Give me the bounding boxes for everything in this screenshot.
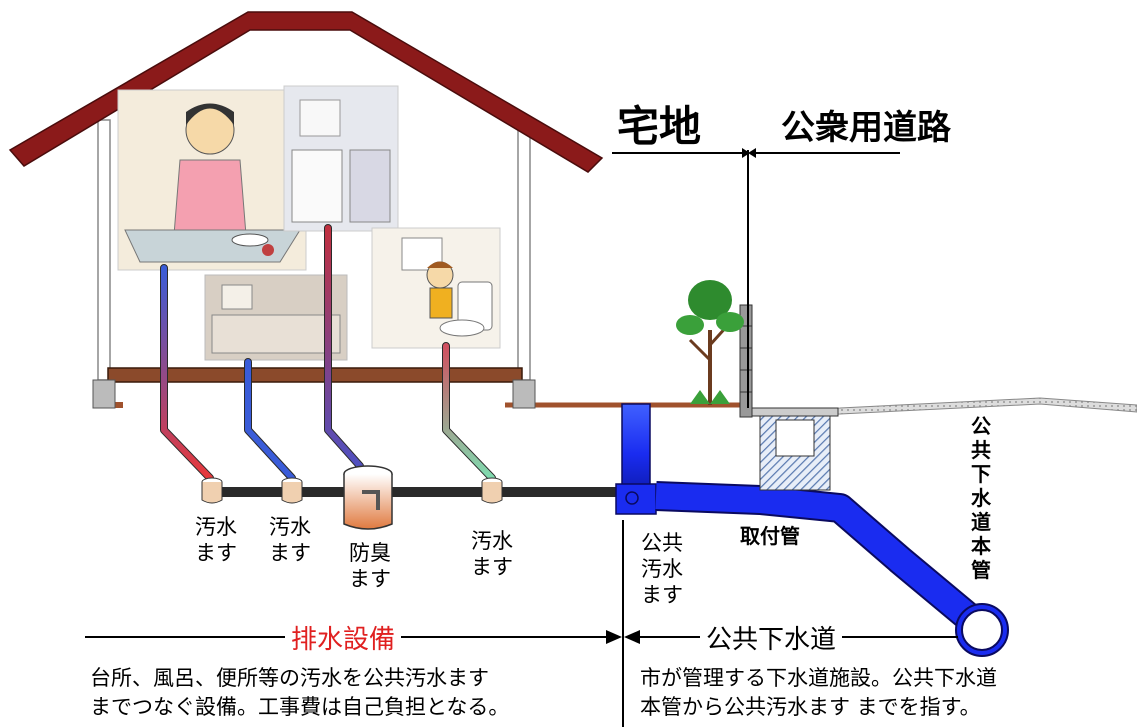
house-left-pillar bbox=[97, 119, 111, 381]
arrow-left-icon bbox=[748, 148, 756, 158]
floor-beam bbox=[107, 367, 523, 383]
arrow-right-icon bbox=[742, 148, 750, 158]
sewage-basin-3-label: 汚水ます bbox=[471, 529, 513, 579]
drainage-facility-title: 排水設備 bbox=[285, 619, 402, 656]
foundation-right bbox=[512, 379, 536, 409]
public-sewer-desc-1: 市が管理する下水道施設。公共下水道 bbox=[640, 666, 997, 690]
tree-icon bbox=[676, 280, 744, 405]
public-sewer-system bbox=[615, 403, 1009, 657]
road-manhole bbox=[751, 407, 839, 491]
lateral-pipe-label: 取付管 bbox=[740, 524, 800, 548]
foundation-left bbox=[92, 379, 116, 409]
public-sewage-basin-label: 公共汚水ます bbox=[641, 531, 683, 607]
sewage-basin-2 bbox=[281, 477, 303, 504]
private-pipes bbox=[160, 224, 625, 497]
sewage-basin-1-label: 汚水ます bbox=[195, 515, 237, 565]
drainage-facility-desc-1: 台所、風呂、便所等の汚水を公共汚水ます bbox=[90, 666, 489, 690]
main-sewer-label: 公共下水道本管 bbox=[971, 414, 991, 582]
private-land-heading: 宅地 bbox=[617, 102, 702, 151]
bath-scene bbox=[204, 274, 348, 361]
sewage-basin-1 bbox=[201, 477, 223, 504]
laundry-scene bbox=[283, 85, 399, 232]
public-sewer-title: 公共下水道 bbox=[700, 619, 843, 656]
lateral-pipe bbox=[655, 483, 981, 630]
sewage-basin-3 bbox=[481, 477, 503, 504]
drainage-facility-desc-2: までつなぐ設備。工事費は自己負担となる。 bbox=[90, 695, 510, 719]
kitchen-scene bbox=[117, 89, 307, 271]
house-right-pillar bbox=[517, 119, 531, 381]
public-sewage-basin bbox=[615, 483, 657, 515]
odor-trap-basin bbox=[343, 465, 393, 530]
sewage-basin-2-label: 汚水ます bbox=[269, 515, 311, 565]
public-sewer-desc-2: 本管から公共汚水ます までを指す。 bbox=[640, 695, 981, 719]
toilet-scene bbox=[371, 227, 501, 349]
public-road-heading: 公衆用道路 bbox=[781, 108, 951, 148]
drainage-arrow-icon bbox=[606, 630, 622, 644]
public-arrow-icon bbox=[624, 630, 640, 644]
odor-trap-basin-label: 防臭ます bbox=[349, 541, 391, 591]
